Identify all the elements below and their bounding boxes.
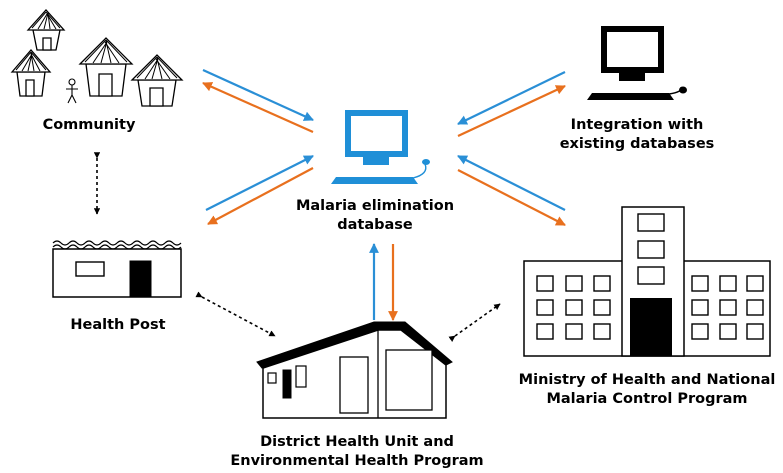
integration-label: Integration with existing databases xyxy=(552,116,722,154)
edge-health-post-to-database xyxy=(205,155,314,211)
edge-health-post-district xyxy=(195,291,276,337)
health-post-label: Health Post xyxy=(55,316,181,335)
dotted-edges xyxy=(93,152,501,342)
edge-database-to-health-post xyxy=(207,167,314,225)
edge-ministry-to-database xyxy=(457,155,566,211)
health-post-label-text: Health Post xyxy=(70,317,166,333)
database-label-line-2: database xyxy=(337,217,413,233)
edge-district-ministry xyxy=(448,303,501,342)
integration-label-line-1: Integration with xyxy=(570,117,704,133)
person-icon xyxy=(66,78,78,104)
village-huts-icon xyxy=(10,9,184,107)
health-post-building-icon xyxy=(52,240,182,298)
ministry-label-line-2: Malaria Control Program xyxy=(546,391,748,407)
hut-icon xyxy=(10,49,52,97)
edge-integration-to-database xyxy=(457,71,566,125)
computer-icon xyxy=(587,26,687,100)
ministry-label-line-1: Ministry of Health and National xyxy=(518,372,776,388)
integration-label-line-2: existing databases xyxy=(559,136,715,152)
ministry-building-icon xyxy=(523,206,771,357)
district-label: District Health Unit and Environmental H… xyxy=(222,433,492,471)
edge-database-to-integration xyxy=(457,85,566,137)
hut-icon xyxy=(78,37,134,97)
edge-database-to-community xyxy=(202,81,314,134)
community-label-text: Community xyxy=(42,117,136,133)
hut-icon xyxy=(130,54,184,107)
district-office-building-icon xyxy=(256,321,453,419)
edges xyxy=(202,68,566,321)
computer-icon xyxy=(331,110,430,184)
ministry-label: Ministry of Health and National Malaria … xyxy=(513,371,781,409)
edge-database-to-ministry xyxy=(457,169,566,226)
hut-icon xyxy=(26,9,66,51)
district-label-line-1: District Health Unit and xyxy=(260,434,454,450)
database-label-line-1: Malaria elimination xyxy=(295,198,455,214)
community-label: Community xyxy=(29,116,149,135)
district-label-line-2: Environmental Health Program xyxy=(230,453,484,469)
edge-community-to-database xyxy=(202,68,314,122)
database-label: Malaria elimination database xyxy=(290,197,460,235)
